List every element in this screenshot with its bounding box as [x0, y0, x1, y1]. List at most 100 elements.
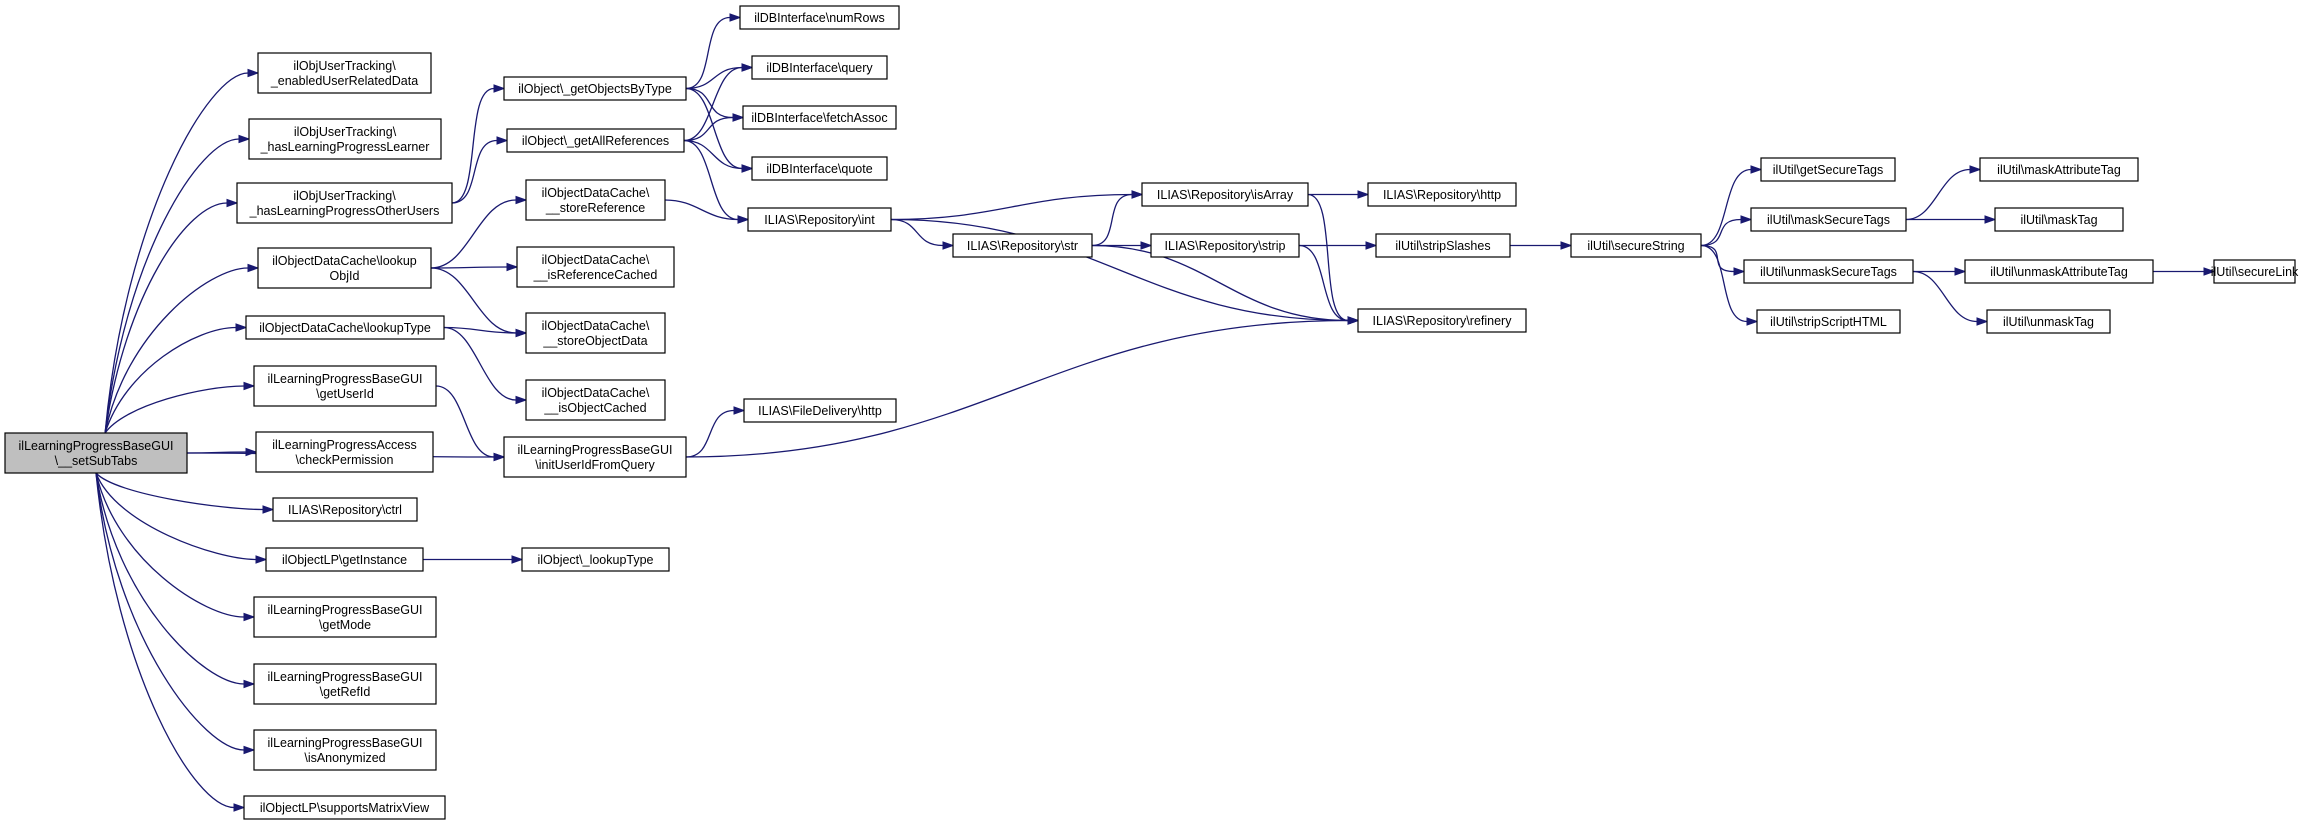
node-storeObjectData[interactable]: ilObjectDataCache\__storeObjectData [525, 312, 666, 354]
edges-layer [95, 13, 2216, 812]
edge-getAllReferences-to-repoInt [683, 139, 750, 224]
node-unmaskSecureTags[interactable]: ilUtil\unmaskSecureTags [1743, 259, 1914, 284]
edge-line [685, 66, 743, 90]
edge-line [104, 202, 228, 434]
node-repoRefinery[interactable]: ILIAS\Repository\refinery [1357, 308, 1527, 333]
arrowhead-icon [1733, 267, 1746, 276]
nodes-layer: ilLearningProgressBaseGUI\__setSubTabsil… [4, 5, 2299, 820]
edge-line [683, 139, 743, 170]
edge-root-to-enabledUserRelatedData [104, 68, 260, 434]
node-box [525, 179, 666, 221]
edge-repoStrip-to-repoRefinery [1298, 244, 1360, 325]
node-numRows[interactable]: ilDBInterface\numRows [739, 5, 900, 30]
node-quote[interactable]: ilDBInterface\quote [751, 156, 888, 181]
node-label: \getUserId [316, 387, 374, 401]
edge-line [890, 193, 1133, 221]
edge-line [1700, 244, 1748, 323]
node-repoInt[interactable]: ILIAS\Repository\int [747, 207, 892, 232]
arrowhead-icon [1750, 165, 1763, 174]
node-maskTag[interactable]: ilUtil\maskTag [1994, 207, 2124, 232]
node-label: _hasLearningProgressLearner [260, 140, 430, 154]
edge-line [435, 385, 495, 458]
node-query[interactable]: ilDBInterface\query [751, 55, 888, 80]
node-hasLearningProgressLearner[interactable]: ilObjUserTracking\_hasLearningProgressLe… [248, 118, 442, 160]
node-supportsMatrixView[interactable]: ilObjectLP\supportsMatrixView [243, 795, 446, 820]
edge-line [104, 326, 237, 434]
arrowhead-icon [1976, 317, 1989, 326]
node-stripScriptHTML[interactable]: ilUtil\stripScriptHTML [1756, 309, 1901, 334]
node-getObjectsByType[interactable]: ilObject\_getObjectsByType [503, 76, 687, 101]
node-getInstance[interactable]: ilObjectLP\getInstance [265, 547, 424, 572]
edge-lookupObjId-to-storeReference [430, 195, 528, 269]
edge-storeReference-to-repoInt [664, 199, 750, 224]
node-isObjectCached[interactable]: ilObjectDataCache\__isObjectCached [525, 379, 666, 421]
edge-line [1091, 244, 1349, 322]
edge-lookupType-to-isObjectCached [443, 326, 528, 405]
edge-line [685, 16, 731, 90]
node-initUserIdFromQuery[interactable]: ilLearningProgressBaseGUI\initUserIdFrom… [503, 436, 687, 478]
node-label: ilLearningProgressAccess [272, 438, 417, 452]
node-repoHttp[interactable]: ILIAS\Repository\http [1367, 182, 1517, 207]
arrowhead-icon [233, 803, 246, 812]
node-repoIsArray[interactable]: ILIAS\Repository\isArray [1141, 182, 1309, 207]
node-label: ilDBInterface\fetchAssoc [751, 111, 887, 125]
node-label: ilObjectDataCache\ [542, 386, 650, 400]
node-getUserId[interactable]: ilLearningProgressBaseGUI\getUserId [253, 365, 437, 407]
edge-lookupObjId-to-isReferenceCached [430, 262, 519, 272]
arrowhead-icon [247, 68, 260, 78]
edge-repoInt-to-repoIsArray [890, 190, 1144, 221]
edge-line [104, 267, 249, 434]
node-fileDeliveryHttp[interactable]: ILIAS\FileDelivery\http [743, 398, 897, 423]
arrowhead-icon [1347, 316, 1360, 325]
arrowhead-icon [741, 164, 754, 173]
node-ctrl[interactable]: ILIAS\Repository\ctrl [272, 497, 418, 522]
node-secureLink[interactable]: ilUtil\secureLink [2211, 259, 2299, 284]
node-getRefId[interactable]: ilLearningProgressBaseGUI\getRefId [253, 663, 437, 705]
node-box [257, 52, 432, 94]
node-repoStr[interactable]: ILIAS\Repository\str [952, 233, 1093, 258]
node-label: ilUtil\maskTag [2020, 213, 2097, 227]
edge-maskSecureTags-to-maskTag [1906, 215, 1997, 224]
node-secureString[interactable]: ilUtil\secureString [1570, 233, 1702, 258]
node-label: ilObjectDataCache\ [542, 319, 650, 333]
node-stripSlashes[interactable]: ilUtil\stripSlashes [1375, 233, 1511, 258]
node-label: __storeObjectData [542, 334, 647, 348]
edge-stripSlashes-to-secureString [1509, 241, 1573, 250]
node-unmaskAttributeTag[interactable]: ilUtil\unmaskAttributeTag [1964, 259, 2154, 284]
node-getMode[interactable]: ilLearningProgressBaseGUI\getMode [253, 596, 437, 638]
edge-getInstance-to-objLookupType [422, 555, 524, 564]
node-repoStrip[interactable]: ILIAS\Repository\strip [1150, 233, 1300, 258]
node-objLookupType[interactable]: ilObject\_lookupType [521, 547, 670, 572]
arrowhead-icon [1365, 241, 1378, 250]
node-checkPermission[interactable]: ilLearningProgressAccess\checkPermission [255, 431, 434, 473]
node-box [255, 431, 434, 473]
node-lookupType[interactable]: ilObjectDataCache\lookupType [245, 315, 445, 340]
edge-secureString-to-getSecureTags [1700, 165, 1763, 247]
edge-line [451, 87, 495, 204]
node-storeReference[interactable]: ilObjectDataCache\__storeReference [525, 179, 666, 221]
node-getAllReferences[interactable]: ilObject\_getAllReferences [506, 128, 685, 153]
node-getSecureTags[interactable]: ilUtil\getSecureTags [1760, 157, 1896, 182]
node-isAnonymized[interactable]: ilLearningProgressBaseGUI\isAnonymized [253, 729, 437, 771]
node-maskAttributeTag[interactable]: ilUtil\maskAttributeTag [1979, 157, 2139, 182]
node-box [1979, 157, 2139, 182]
node-label: ilObjUserTracking\ [293, 59, 396, 73]
node-maskSecureTags[interactable]: ilUtil\maskSecureTags [1750, 207, 1907, 232]
node-box [253, 729, 437, 771]
node-label: ILIAS\FileDelivery\http [758, 404, 882, 418]
node-enabledUserRelatedData[interactable]: ilObjUserTracking\_enabledUserRelatedDat… [257, 52, 432, 94]
node-hasLearningProgressOtherUsers[interactable]: ilObjUserTracking\_hasLearningProgressOt… [236, 182, 453, 224]
node-unmaskTag[interactable]: ilUtil\unmaskTag [1986, 309, 2111, 334]
node-label: ilObjUserTracking\ [294, 125, 397, 139]
edge-line [451, 139, 498, 204]
node-fetchAssoc[interactable]: ilDBInterface\fetchAssoc [742, 105, 897, 130]
edge-line [1905, 168, 1971, 221]
node-label: ILIAS\Repository\str [967, 239, 1078, 253]
node-box [521, 547, 670, 572]
edge-line [1912, 270, 1978, 323]
node-isReferenceCached[interactable]: ilObjectDataCache\__isReferenceCached [516, 246, 675, 288]
node-label: ilUtil\unmaskSecureTags [1760, 265, 1897, 279]
node-box [751, 156, 888, 181]
node-root[interactable]: ilLearningProgressBaseGUI\__setSubTabs [4, 432, 188, 474]
